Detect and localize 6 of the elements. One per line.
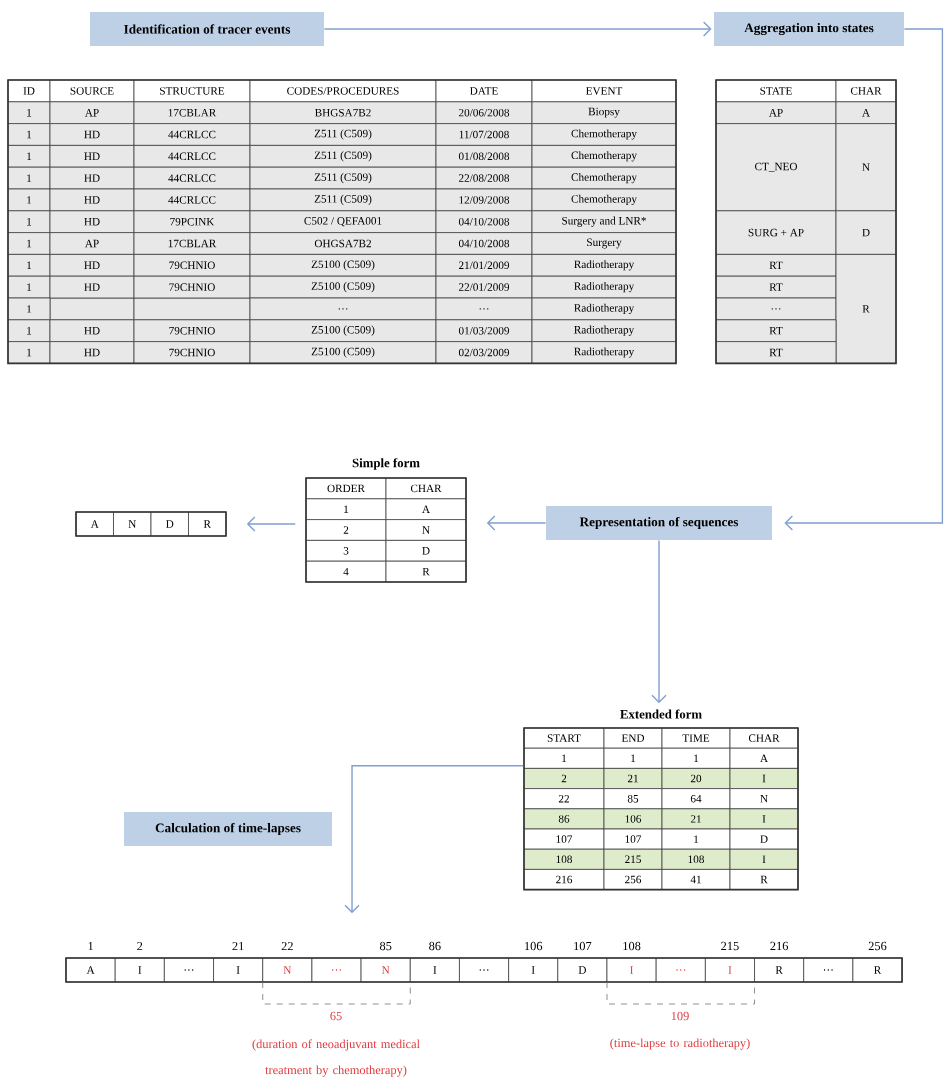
arrow bbox=[651, 539, 667, 704]
arrow bbox=[323, 21, 712, 37]
arrow bbox=[784, 28, 944, 531]
arrow bbox=[344, 765, 524, 914]
arrow bbox=[246, 516, 296, 532]
arrow bbox=[486, 515, 547, 531]
